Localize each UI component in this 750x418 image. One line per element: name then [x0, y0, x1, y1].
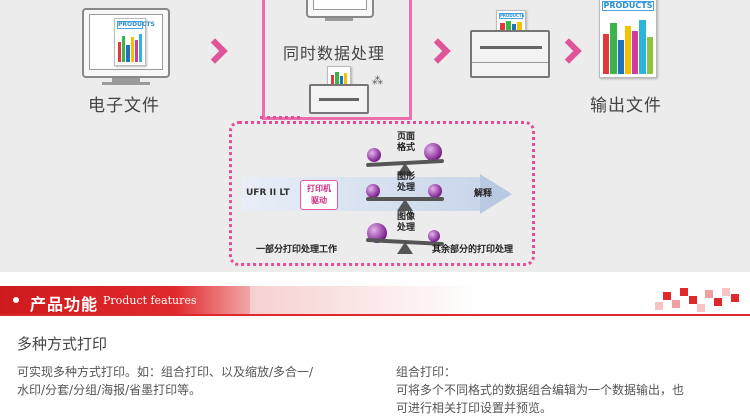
workflow-diagram: PRODUCTS 电子文件 同时数据处理 — [0, 0, 750, 272]
process-band — [242, 177, 482, 211]
bullet-icon — [13, 297, 19, 303]
detail-box — [229, 121, 535, 266]
monitor-icon: PRODUCTS — [82, 8, 170, 78]
feature-right-line1: 可将多个不同格式的数据组合编辑为一个数据输出，也 — [396, 383, 685, 397]
remaining-processing-label: 其余部分的打印处理 — [432, 245, 514, 255]
section-title-en: Product features — [103, 294, 197, 307]
ball-icon — [428, 230, 440, 242]
page-format-label: 页面 格式 — [396, 132, 415, 153]
output-document-icon: PRODUCTS — [599, 0, 657, 78]
products-label: PRODUCTS — [117, 21, 155, 29]
ufr-label: UFR II LT — [246, 188, 290, 198]
feature-right-line2: 可进行相关打印设置并预览。 — [396, 401, 553, 415]
caption-electronic-file: 电子文件 — [88, 96, 160, 116]
driver-box: 打印机 驱动 — [300, 180, 338, 210]
driver-label: 打印机 驱动 — [307, 184, 331, 205]
caption-output-file: 输出文件 — [590, 96, 662, 116]
document-icon: PRODUCTS — [114, 18, 155, 66]
document-icon — [327, 66, 351, 88]
graphics-label: 图形 处理 — [396, 172, 415, 193]
chevron-right-icon — [425, 38, 451, 64]
chevron-right-icon — [556, 38, 582, 64]
ball-icon — [424, 143, 442, 161]
printer-icon — [309, 84, 369, 114]
arrow-right-icon — [480, 174, 512, 214]
printer-icon — [470, 30, 550, 78]
section-header: 产品功能 Product features — [0, 286, 750, 316]
process-box — [262, 0, 412, 120]
decor-squares-icon — [663, 292, 671, 300]
section-title-cn: 产品功能 — [30, 295, 99, 314]
products-label: PRODUCTS — [602, 1, 654, 11]
chevron-right-icon — [202, 38, 228, 64]
feature-right-title: 组合打印： — [396, 365, 457, 379]
partial-processing-label: 一部分打印处理工作 — [256, 245, 338, 255]
feature-left-line1: 可实现多种方式打印。如：组合打印、以及缩放/多合一/ — [17, 365, 314, 379]
interpret-label: 解释 — [474, 189, 493, 199]
caption-simultaneous: 同时数据处理 — [283, 44, 386, 63]
ball-icon — [367, 148, 381, 162]
ball-icon — [428, 184, 442, 198]
monitor-icon — [306, 0, 374, 18]
feature-title: 多种方式打印 — [17, 335, 108, 353]
spark-icon: ⁂ — [372, 74, 383, 87]
connector-line — [260, 116, 300, 124]
ball-icon — [366, 184, 380, 198]
feature-left-line2: 水印/分套/分组/海报/省墨打印等。 — [17, 383, 202, 397]
image-label: 图像 处理 — [396, 212, 415, 233]
